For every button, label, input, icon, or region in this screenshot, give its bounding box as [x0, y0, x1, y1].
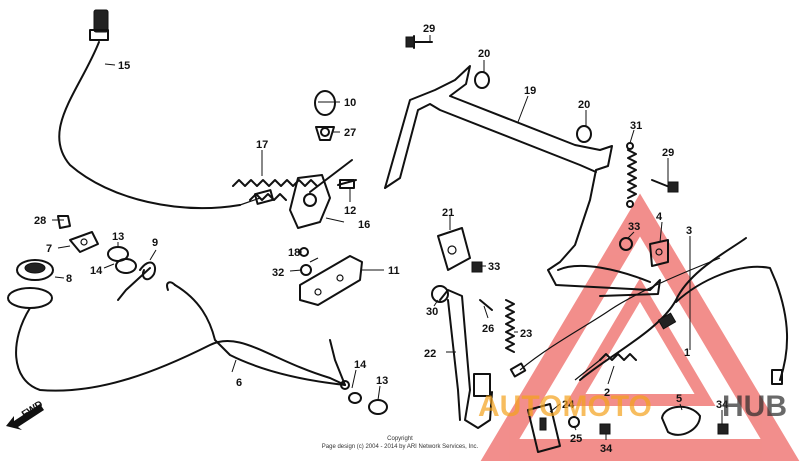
callout-6: 6 — [236, 377, 242, 389]
callout-15: 15 — [118, 60, 130, 72]
watermark-part2: HUB — [722, 390, 787, 423]
callout-27: 27 — [344, 127, 356, 139]
callout-13b: 13 — [376, 375, 388, 387]
callout-26: 26 — [482, 323, 494, 335]
main-stand-19 — [384, 35, 661, 297]
watermark-part1: AUTOMOTO — [478, 390, 652, 423]
callout-17: 17 — [256, 139, 268, 151]
leader-lines — [52, 35, 723, 440]
copyright-block: Copyright Page design (c) 2004 - 2014 by… — [322, 436, 479, 450]
callout-34b: 34 — [716, 399, 729, 411]
bolt-33a — [471, 261, 483, 273]
callout-30: 30 — [426, 306, 438, 318]
callouts: 15 17 28 7 8 13 9 14 6 14 13 10 27 12 16… — [34, 23, 729, 455]
callout-22: 22 — [424, 348, 436, 360]
callout-29a: 29 — [423, 23, 435, 35]
callout-21: 21 — [442, 207, 454, 219]
bolt-12 — [337, 179, 357, 189]
callout-7: 7 — [46, 243, 52, 255]
cable-1 — [579, 237, 789, 385]
callout-4: 4 — [656, 211, 663, 223]
callout-20a: 20 — [478, 48, 490, 60]
callout-20b: 20 — [578, 99, 590, 111]
copyright-line1: Copyright — [387, 436, 413, 442]
callout-1: 1 — [684, 347, 690, 359]
callout-9: 9 — [152, 237, 158, 249]
callout-8: 8 — [66, 273, 72, 285]
watermark-logo — [480, 193, 800, 461]
callout-13a: 13 — [112, 231, 124, 243]
spring-2 — [574, 353, 637, 381]
callout-14a: 14 — [90, 265, 103, 277]
callout-19: 19 — [524, 85, 536, 97]
callout-25: 25 — [570, 433, 582, 445]
bolt-34b — [717, 423, 729, 435]
rear-brake-cable — [58, 9, 275, 210]
callout-29b: 29 — [662, 147, 674, 159]
spring-23 — [505, 299, 515, 353]
callout-3: 3 — [686, 225, 692, 237]
small-parts-left — [16, 215, 156, 301]
callout-18: 18 — [288, 247, 300, 259]
bolt-34a — [599, 423, 611, 435]
side-stand-22 — [431, 227, 493, 429]
plate-4 — [649, 239, 669, 267]
clamp-5 — [661, 405, 701, 436]
callout-12: 12 — [344, 205, 356, 217]
callout-33b: 33 — [628, 221, 640, 233]
callout-10: 10 — [344, 97, 356, 109]
spring-31 — [626, 142, 637, 208]
callout-5: 5 — [676, 393, 682, 405]
callout-28: 28 — [34, 215, 46, 227]
bolt-33b — [619, 237, 633, 251]
callout-24: 24 — [562, 399, 575, 411]
brake-pedal-6 — [7, 281, 388, 415]
brake-rod — [309, 90, 353, 193]
callout-33a: 33 — [488, 261, 500, 273]
callout-32: 32 — [272, 267, 284, 279]
callout-31: 31 — [630, 120, 642, 132]
switch-24 — [527, 403, 561, 453]
copyright-line2: Page design (c) 2004 - 2014 by ARI Netwo… — [322, 444, 479, 450]
brake-arm-16 — [289, 174, 331, 229]
callout-2: 2 — [604, 387, 610, 399]
bolt-29b — [651, 179, 679, 193]
callout-14b: 14 — [354, 359, 367, 371]
fwd-arrow: FWD — [6, 399, 45, 430]
callout-23: 23 — [520, 328, 532, 340]
bolt-32 — [300, 264, 312, 276]
watermark-text: AUTOMOTO HUB — [478, 390, 787, 423]
callout-34a: 34 — [600, 443, 613, 455]
callout-16: 16 — [358, 219, 370, 231]
bracket-11 — [299, 255, 363, 306]
callout-11: 11 — [388, 265, 400, 277]
spring-17 — [232, 179, 318, 201]
